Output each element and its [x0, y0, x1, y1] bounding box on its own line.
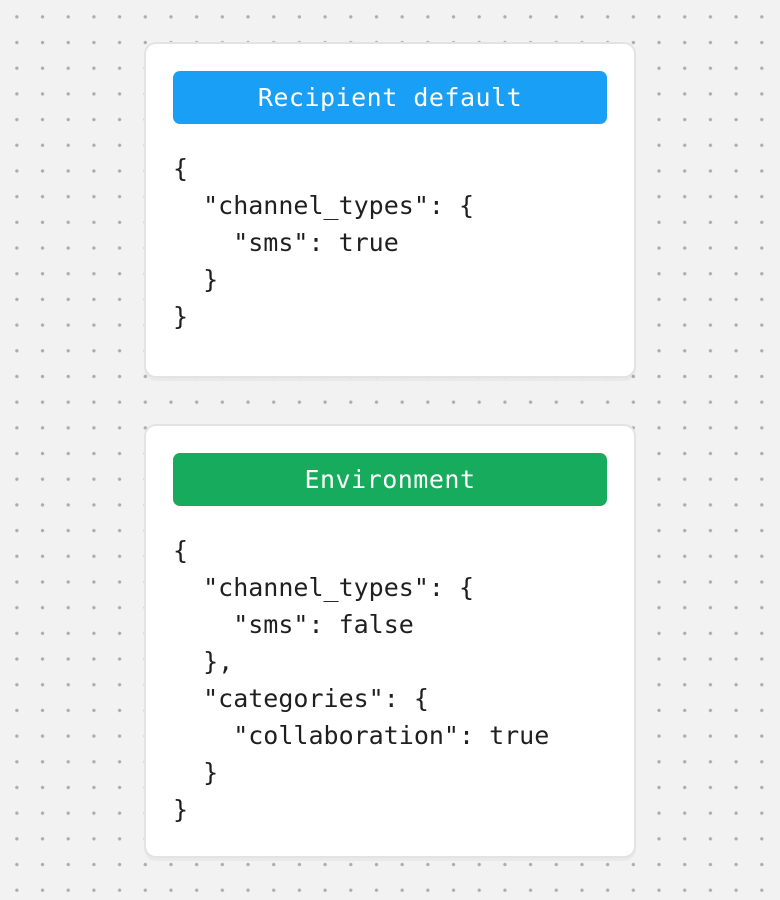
environment-header-badge: Environment: [173, 453, 607, 506]
card-environment: Environment { "channel_types": { "sms": …: [144, 424, 636, 858]
card-recipient-default: Recipient default { "channel_types": { "…: [144, 42, 636, 378]
recipient-default-header-badge: Recipient default: [173, 71, 607, 124]
environment-json-code: { "channel_types": { "sms": false }, "ca…: [173, 536, 550, 824]
recipient-default-json-code: { "channel_types": { "sms": true } }: [173, 154, 475, 331]
